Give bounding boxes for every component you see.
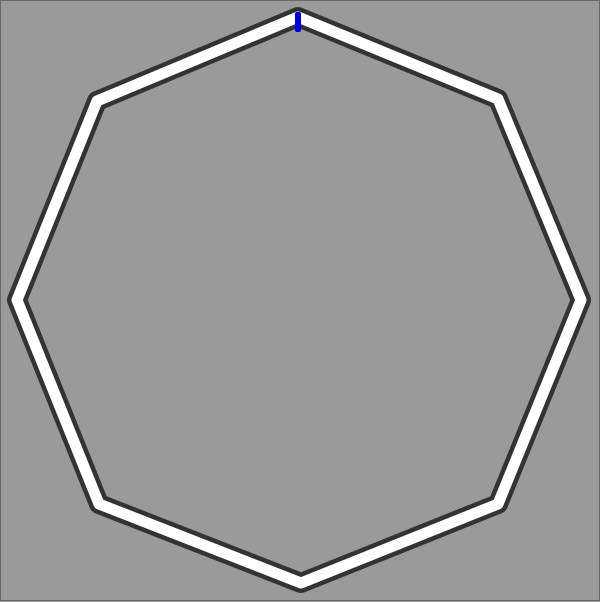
track-surface bbox=[11, 11, 587, 589]
start-line-marker-icon bbox=[295, 12, 301, 32]
